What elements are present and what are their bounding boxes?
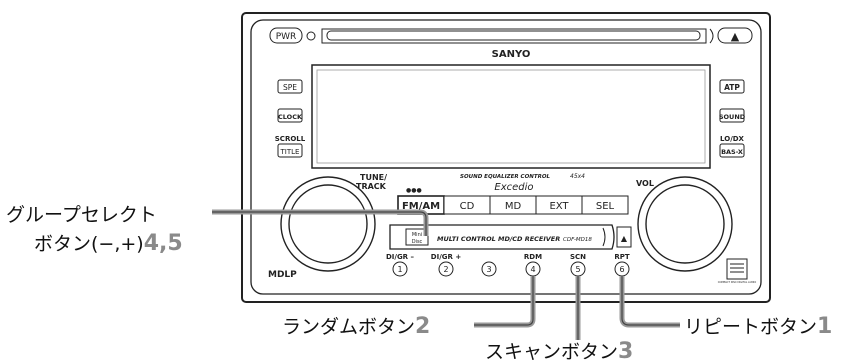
vol-knob[interactable] <box>645 184 725 264</box>
md-logo-box <box>405 228 429 246</box>
vol-label: VOL <box>636 179 654 188</box>
small-dots: ●●● <box>406 187 422 194</box>
preset-button-3[interactable] <box>481 261 497 277</box>
eject-icon: ▲ <box>731 30 740 43</box>
callout-group-select: グループセレクト <box>6 200 157 227</box>
callout-scan-num: 3 <box>618 339 634 364</box>
excedio-logo: Excedio <box>494 182 533 193</box>
preset-num-1: 1 <box>397 265 402 274</box>
mdlp-logo: MDLP <box>268 270 297 280</box>
preset-button-1[interactable] <box>392 261 408 277</box>
slot-divider <box>709 28 714 44</box>
eject-button-md[interactable] <box>616 226 632 248</box>
title-button[interactable] <box>277 143 303 158</box>
preset-label-4: RDM <box>524 253 542 261</box>
callout-group-select-text: グループセレクト <box>6 204 157 226</box>
preset-num-6: 6 <box>619 265 624 274</box>
eject-button-top[interactable] <box>717 27 753 44</box>
scroll-label: SCROLL <box>275 135 306 143</box>
brand-logo: SANYO <box>492 49 531 60</box>
lcd-inner <box>316 69 706 164</box>
preset-num-5: 5 <box>575 265 580 274</box>
source-label-sel: SEL <box>596 201 615 212</box>
callout-repeat-text: リピートボタン <box>684 316 818 338</box>
slot-end <box>602 227 606 247</box>
spe-button[interactable] <box>277 79 303 94</box>
source-label-cd: CD <box>460 201 475 212</box>
preset-button-2[interactable] <box>438 261 454 277</box>
leader-group-select-inner <box>212 211 427 236</box>
atp-button[interactable] <box>719 79 745 94</box>
callout-repeat-num: 1 <box>817 314 833 339</box>
callout-repeat: リピートボタン1 <box>684 312 832 339</box>
preset-label-1: DI/GR – <box>386 253 415 261</box>
spe-label: SPE <box>283 83 297 92</box>
preset-label-2: DI/GR + <box>431 253 462 261</box>
atp-label: ATP <box>724 83 740 92</box>
callout-random: ランダムボタン2 <box>282 312 430 339</box>
eject-md-icon: ▲ <box>621 234 628 243</box>
basx-label: BAS-X <box>721 148 743 156</box>
pwr-label: PWR <box>276 32 297 42</box>
eq-model: 45x4 <box>570 173 585 180</box>
multi-control-label: MULTI CONTROL MD/CD RECEIVER <box>437 235 560 243</box>
pwr-led <box>306 31 316 41</box>
callout-scan: スキャンボタン3 <box>485 337 633 364</box>
callout-group-select-2: ボタン(−,+)4,5 <box>34 229 183 256</box>
preset-num-4: 4 <box>530 265 535 274</box>
cd-logo-mark <box>730 263 744 273</box>
tune-knob[interactable] <box>288 184 368 264</box>
preset-num-2: 2 <box>443 265 448 274</box>
md-logo-text-2: Disc <box>412 239 423 245</box>
callout-scan-text: スキャンボタン <box>485 341 619 363</box>
cd-logo: COMPACT DISC DIGITAL AUDIO <box>718 280 757 284</box>
md-slot-bar <box>389 224 615 250</box>
source-label-ext: EXT <box>549 201 569 212</box>
model-label: CDF-MD18 <box>563 237 592 243</box>
disc-slot <box>326 30 701 41</box>
preset-label-5: SCN <box>570 253 586 261</box>
preset-label-6: RPT <box>614 253 630 261</box>
callout-random-num: 2 <box>415 314 431 339</box>
cd-logo-box <box>726 258 748 280</box>
eq-label: SOUND EQUALIZER CONTROL <box>460 174 551 180</box>
leader-random-inner <box>474 276 534 326</box>
callout-random-text: ランダムボタン <box>282 316 416 338</box>
tune-label: TUNE/ <box>360 173 387 182</box>
title-label: TITLE <box>280 148 300 156</box>
source-label-md: MD <box>505 201 522 212</box>
clock-button[interactable] <box>277 108 303 123</box>
track-label: TRACK <box>356 182 387 191</box>
callout-group-select-text-2: ボタン(−,+) <box>34 233 144 255</box>
leader-repeat-inner <box>621 276 680 326</box>
sound-label: SOUND <box>719 113 746 121</box>
pwr-button[interactable] <box>269 27 303 44</box>
source-btn-sel[interactable] <box>581 195 629 215</box>
source-label-fmam: FM/AM <box>402 201 440 212</box>
lcd-display <box>311 64 711 169</box>
basx-button[interactable] <box>719 143 745 158</box>
callout-group-select-num: 4,5 <box>143 231 183 256</box>
md-logo-text-1: Mini <box>412 232 422 238</box>
clock-label: CLOCK <box>278 113 303 121</box>
preset-num-3: 3 <box>486 265 491 274</box>
sound-button[interactable] <box>719 108 745 123</box>
lodx-label: LO/DX <box>720 135 745 143</box>
